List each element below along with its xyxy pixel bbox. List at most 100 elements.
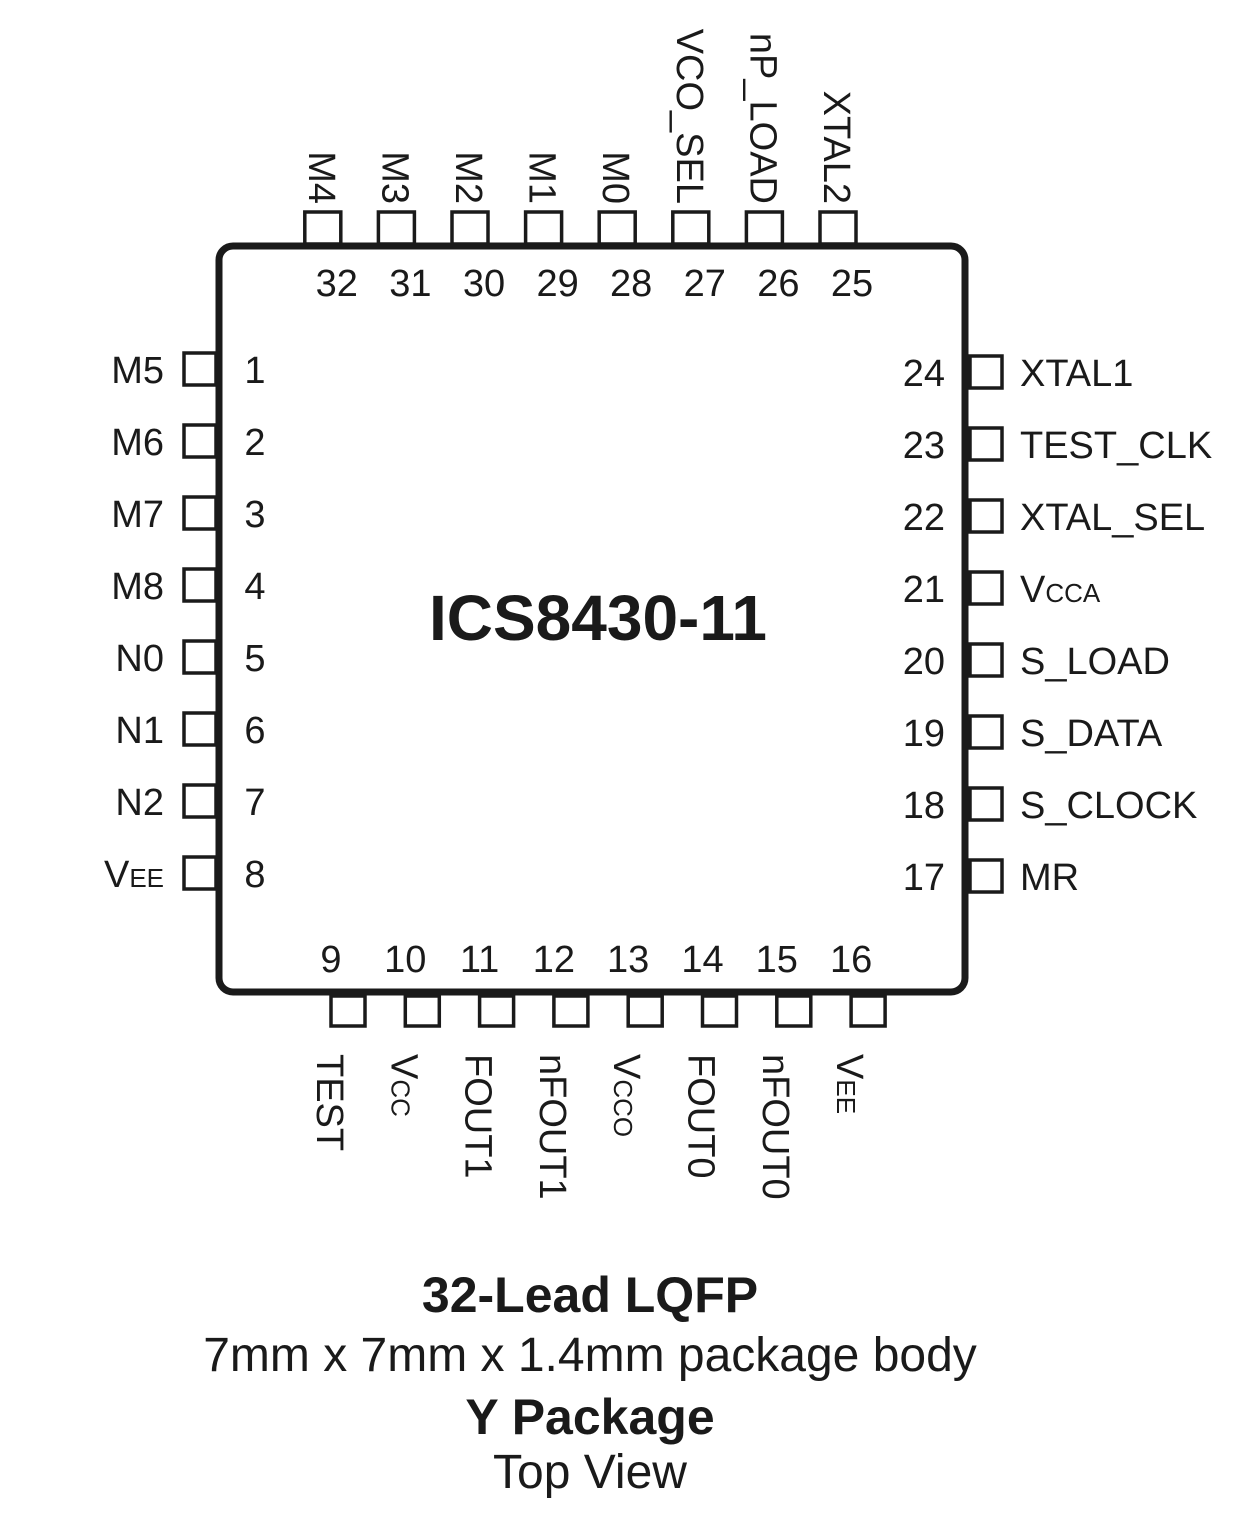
pin-label: VCCO	[605, 1054, 647, 1137]
pin-number: 6	[244, 710, 265, 752]
pin-pad	[182, 423, 218, 459]
pin-label: TEST	[308, 1054, 350, 1151]
pin-pad	[329, 994, 367, 1028]
pin-number: 31	[389, 263, 431, 305]
pin-pad	[968, 354, 1004, 390]
pin-left-1: 1 M5	[111, 350, 265, 392]
package-name: Y Package	[465, 1389, 715, 1445]
pin-pad	[182, 495, 218, 531]
pin-pad	[477, 994, 516, 1028]
pin-number: 24	[903, 353, 945, 395]
pin-right-19: 19 S_DATA	[903, 713, 1163, 755]
pin-left-2: 2M6	[111, 422, 265, 464]
pin-label: S_DATA	[1020, 713, 1163, 755]
pin-label: M5	[111, 350, 164, 392]
pin-bottom-15: 15 nFOUT0	[754, 939, 813, 1200]
chip-name: ICS8430-11	[429, 582, 767, 654]
pin-pad	[671, 210, 711, 246]
pin-label: M3	[373, 151, 415, 204]
pin-pad	[523, 210, 564, 246]
pin-pad	[744, 210, 785, 246]
pin-pad	[849, 994, 887, 1028]
pin-left-7: 7N2	[115, 782, 265, 824]
pin-label: M4	[300, 151, 342, 204]
pin-label: nFOUT0	[754, 1054, 796, 1200]
pin-label: nP_LOAD	[741, 33, 783, 204]
pin-label: VCCA	[1020, 569, 1101, 611]
pin-number: 21	[903, 569, 945, 611]
pin-number: 8	[244, 854, 265, 896]
pin-number: 15	[756, 939, 798, 981]
pin-number: 29	[536, 263, 578, 305]
pin-pad	[182, 567, 218, 603]
pin-pad	[182, 855, 218, 891]
pin-label: M0	[594, 151, 636, 204]
pin-number: 4	[244, 566, 265, 608]
pin-label: M2	[447, 151, 489, 204]
pin-pad	[182, 783, 218, 819]
pin-pad	[597, 210, 637, 246]
pin-pad	[968, 642, 1004, 678]
pin-number: 27	[684, 263, 726, 305]
pin-label: VCC	[382, 1054, 424, 1117]
pin-left-5: 5 N0	[115, 638, 265, 680]
pin-label: FOUT0	[680, 1054, 722, 1179]
pin-number: 13	[607, 939, 649, 981]
pin-pad	[968, 570, 1004, 606]
pin-number: 22	[903, 497, 945, 539]
pin-number: 1	[244, 350, 265, 392]
pin-pad	[968, 786, 1004, 822]
chip-body	[215, 242, 969, 996]
pin-label: M6	[111, 422, 164, 464]
pin-pad	[182, 639, 218, 675]
pin-number: 26	[757, 263, 799, 305]
package-dimensions: 7mm x 7mm x 1.4mm package body	[203, 1329, 977, 1382]
pin-number: 10	[384, 939, 426, 981]
pin-number: 25	[831, 263, 873, 305]
pin-label: S_LOAD	[1020, 641, 1170, 683]
pin-label: nFOUT1	[531, 1054, 573, 1200]
pin-label: S_CLOCK	[1020, 785, 1197, 827]
pin-label: VEE	[104, 854, 164, 896]
pin-number: 5	[244, 638, 265, 680]
pin-label: N0	[115, 638, 164, 680]
pin-number: 23	[903, 425, 945, 467]
pin-number: 3	[244, 494, 265, 536]
pin-label: N1	[115, 710, 164, 752]
pin-number: 12	[533, 939, 575, 981]
pin-label: N2	[115, 782, 164, 824]
pin-pad	[450, 210, 490, 246]
pin-pad	[818, 210, 858, 246]
pin-top-26: 26 nP_LOAD	[741, 33, 799, 305]
pin-label: FOUT1	[457, 1054, 499, 1179]
pin-pad	[303, 210, 343, 246]
view-label: Top View	[493, 1446, 687, 1499]
pin-number: 19	[903, 713, 945, 755]
pin-pad	[182, 711, 218, 747]
pin-top-32: 32 M4	[300, 151, 358, 305]
pin-number: 32	[316, 263, 358, 305]
pin-pad	[968, 426, 1004, 462]
pin-label: XTAL1	[1020, 353, 1133, 395]
pin-pad	[552, 994, 590, 1028]
package-title: 32-Lead LQFP	[421, 1267, 759, 1323]
pin-label: VEE	[828, 1054, 870, 1114]
pin-pad	[968, 714, 1004, 750]
pin-right-21: 21 VCCA	[903, 569, 1101, 611]
pin-label: M1	[521, 151, 563, 204]
pin-number: 17	[903, 857, 945, 899]
